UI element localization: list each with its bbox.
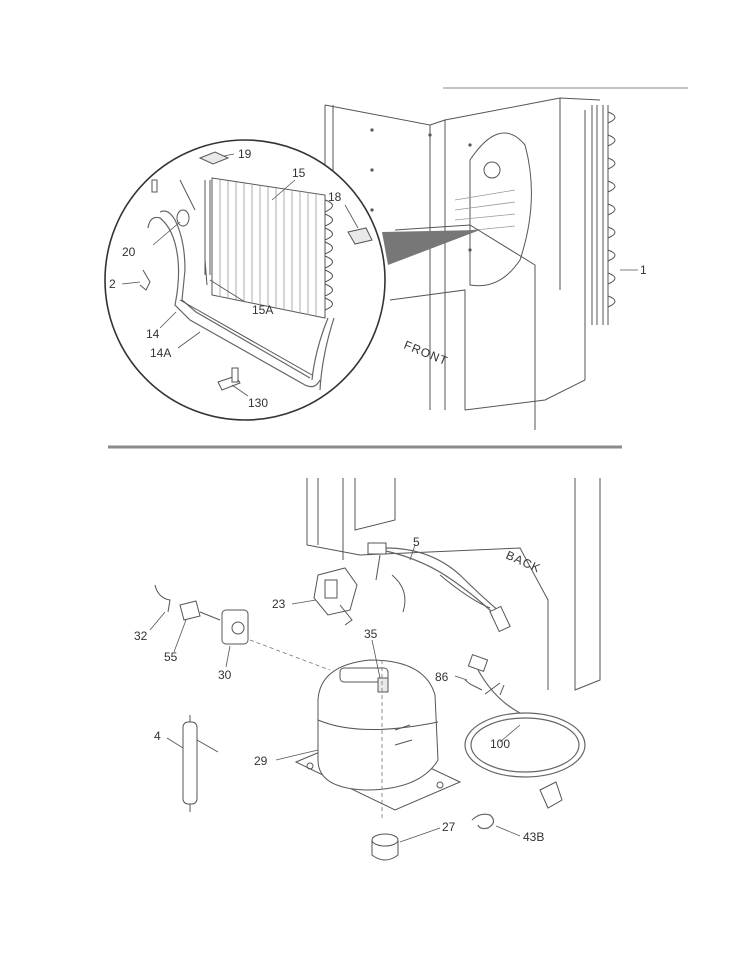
condenser-coil: [591, 105, 616, 325]
back-label: BACK: [504, 548, 543, 576]
top-section: FRONT: [104, 87, 688, 430]
label-part-100: 100: [490, 737, 510, 751]
label-part-86: 86: [435, 670, 449, 684]
detail-small-parts: [139, 151, 373, 391]
evaporator: [204, 177, 335, 391]
screw-86: [464, 679, 483, 691]
bottom-section: BACK: [134, 478, 601, 861]
label-part-1: 1: [640, 263, 647, 277]
power-cord: [464, 653, 586, 809]
bottom-leaders: [149, 544, 521, 843]
label-part-14a: 14A: [150, 346, 171, 360]
capacitor-assembly: [154, 584, 249, 645]
label-part-43b: 43B: [523, 830, 544, 844]
label-part-15: 15: [292, 166, 306, 180]
cabinet-rear: FRONT: [324, 97, 601, 430]
bottom-labels: 4 5 23 27 29 30 32 35 43B 55 86 100: [134, 535, 544, 844]
relay-overload: [313, 567, 358, 626]
dashed-guide: [249, 639, 331, 671]
filter-drier: [182, 715, 219, 812]
label-part-130: 130: [248, 396, 268, 410]
label-part-30: 30: [218, 668, 232, 682]
label-part-19: 19: [238, 147, 252, 161]
cord-clamp: [471, 813, 495, 830]
grommet: [371, 833, 399, 861]
zoom-pointer: [382, 230, 480, 265]
tubing: [147, 210, 321, 388]
label-part-27: 27: [442, 820, 456, 834]
label-part-18: 18: [328, 190, 342, 204]
label-part-29: 29: [254, 754, 268, 768]
label-part-35: 35: [364, 627, 378, 641]
label-part-23: 23: [272, 597, 286, 611]
label-part-14: 14: [146, 327, 160, 341]
label-part-5: 5: [413, 535, 420, 549]
top-leaders: [121, 153, 638, 397]
wiring-harness: [367, 542, 511, 633]
front-label: FRONT: [402, 338, 450, 368]
label-part-32: 32: [134, 629, 148, 643]
label-part-55: 55: [164, 650, 178, 664]
label-part-15a: 15A: [252, 303, 273, 317]
top-labels: 1 2 14 14A 15 15A 18 19 20 130: [109, 147, 647, 410]
label-part-4: 4: [154, 729, 161, 743]
label-part-20: 20: [122, 245, 136, 259]
compressor: [294, 659, 462, 820]
label-part-2: 2: [109, 277, 116, 291]
